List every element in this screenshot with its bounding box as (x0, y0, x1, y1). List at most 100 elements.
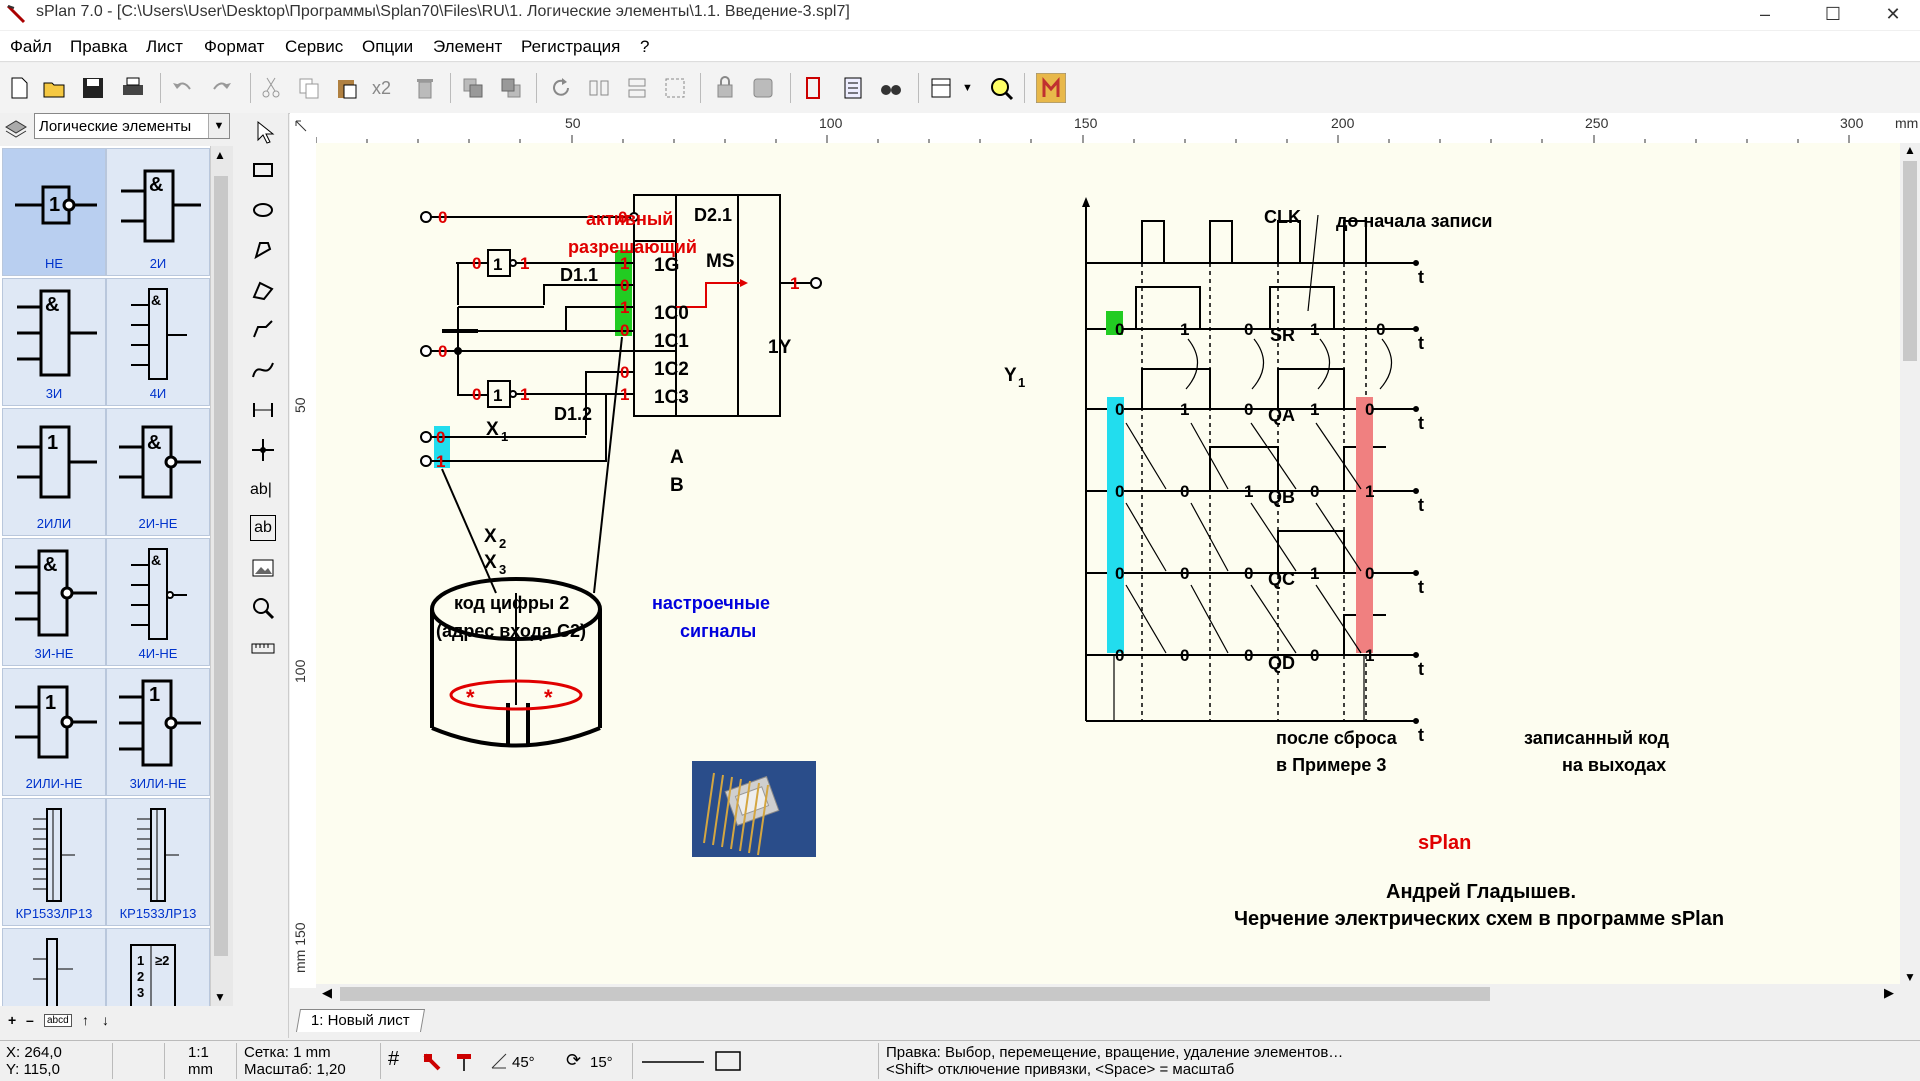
fill-style-icon[interactable] (714, 1050, 742, 1072)
scroll-left-icon[interactable]: ◀ (322, 985, 332, 1000)
abcd-button[interactable]: abcd (44, 1014, 72, 1027)
magnifier-icon[interactable] (250, 595, 276, 621)
palette-item-and3[interactable]: & 3И (2, 278, 106, 406)
status-angle1[interactable]: 45° (512, 1054, 535, 1071)
ruler-origin-icon[interactable] (294, 119, 308, 133)
minimize-button[interactable]: – (1759, 4, 1770, 24)
palette-item-kr1533lr13[interactable]: КР1533ЛР13 (2, 798, 106, 926)
rotate-step-icon[interactable]: ⟳ (566, 1050, 582, 1070)
palette-item-nand4[interactable]: & 4И-НЕ (106, 538, 210, 666)
front-icon[interactable] (460, 75, 486, 101)
dimension-icon[interactable] (250, 397, 276, 423)
magnet-icon[interactable] (454, 1052, 474, 1072)
ungroup-icon[interactable] (750, 75, 776, 101)
palette-item-chip[interactable] (2, 928, 106, 1006)
rotate-icon[interactable] (548, 75, 574, 101)
menu-service[interactable]: Сервис (285, 37, 344, 56)
scroll-up-icon[interactable]: ▲ (1904, 143, 1916, 157)
mirror-h-icon[interactable] (586, 75, 612, 101)
cut-icon[interactable] (258, 75, 284, 101)
polygon-icon[interactable] (250, 277, 276, 303)
menu-help[interactable]: ? (640, 37, 650, 56)
move-down-button[interactable]: ↓ (102, 1012, 109, 1028)
new-icon[interactable] (6, 75, 32, 101)
add-item-button[interactable]: + (8, 1012, 17, 1028)
back-icon[interactable] (498, 75, 524, 101)
zoom-icon[interactable] (988, 75, 1014, 101)
palette-item-and4[interactable]: & 4И (106, 278, 210, 406)
palette-item-nor3[interactable]: 1 3ИЛИ-НЕ (106, 668, 210, 796)
snap-icon[interactable] (1036, 73, 1066, 103)
save-icon[interactable] (80, 75, 106, 101)
ellipse-icon[interactable] (250, 197, 276, 223)
select-arrow-icon[interactable] (250, 119, 276, 145)
palette-item-nor2[interactable]: 1 2ИЛИ-НЕ (2, 668, 106, 796)
junction-icon[interactable] (250, 437, 276, 463)
palette-item-kr1533lr13-b[interactable]: КР1533ЛР13 (106, 798, 210, 926)
snap-toggle-icon[interactable] (422, 1052, 442, 1072)
hscroll-thumb[interactable] (340, 987, 1490, 1001)
maximize-button[interactable]: ☐ (1824, 4, 1842, 24)
shift-arrow (1125, 422, 1167, 490)
palette-item-and2[interactable]: & 2И (106, 148, 210, 276)
image-icon[interactable] (250, 555, 276, 581)
grid-icon[interactable] (928, 75, 954, 101)
palette-item-or2[interactable]: 1 2ИЛИ (2, 408, 106, 536)
vscroll-thumb[interactable] (1903, 161, 1917, 361)
find-icon[interactable] (878, 75, 904, 101)
angle-icon[interactable] (490, 1052, 508, 1070)
grid-toggle-icon[interactable]: # (388, 1048, 400, 1070)
undo-icon[interactable] (170, 75, 196, 101)
canvas-vscrollbar[interactable]: ▲ ▼ (1900, 143, 1920, 984)
scroll-right-icon[interactable]: ▶ (1884, 985, 1894, 1000)
ruler-tick: 200 (1331, 115, 1355, 131)
grid-dropdown-icon[interactable]: ▼ (962, 82, 973, 94)
pen-icon[interactable] (250, 237, 276, 263)
copy-icon[interactable] (296, 75, 322, 101)
scroll-up-icon[interactable]: ▲ (214, 148, 226, 162)
print-icon[interactable] (120, 75, 146, 101)
tab-sheet-1[interactable]: 1: Новый лист (295, 1009, 425, 1032)
line-style-icon[interactable] (640, 1055, 706, 1069)
canvas-hscrollbar[interactable]: ◀ ▶ (316, 984, 1900, 1004)
library-select[interactable]: Логические элементы ▼ (34, 113, 230, 139)
text-tool[interactable]: ab| (250, 481, 272, 498)
palette-item-not[interactable]: 1 НЕ (2, 148, 106, 276)
status-angle2[interactable]: 15° (590, 1054, 613, 1071)
group-icon[interactable] (712, 75, 738, 101)
mirror-icon[interactable] (662, 75, 688, 101)
close-button[interactable]: ✕ (1885, 4, 1901, 24)
remove-item-button[interactable]: – (26, 1012, 34, 1028)
scroll-down-icon[interactable]: ▼ (214, 990, 226, 1004)
palette-scrollbar[interactable]: ▲ ▼ (210, 146, 233, 1006)
palette-scroll-thumb[interactable] (214, 176, 228, 956)
menu-format[interactable]: Формат (204, 37, 265, 56)
duplicate-button[interactable]: x2 (372, 78, 392, 98)
move-up-button[interactable]: ↑ (82, 1012, 89, 1028)
library-icon[interactable] (4, 117, 28, 139)
polyline-icon[interactable] (250, 317, 276, 343)
delete-icon[interactable] (412, 75, 438, 101)
paste-icon[interactable] (334, 75, 360, 101)
menu-registration[interactable]: Регистрация (521, 37, 621, 56)
mirror-v-icon[interactable] (624, 75, 650, 101)
redo-icon[interactable] (208, 75, 234, 101)
open-icon[interactable] (42, 75, 68, 101)
bezier-icon[interactable] (250, 357, 276, 383)
menu-edit[interactable]: Правка (70, 37, 128, 56)
scroll-down-icon[interactable]: ▼ (1904, 970, 1916, 984)
menu-sheet[interactable]: Лист (146, 37, 183, 56)
menu-file[interactable]: Файл (10, 37, 52, 56)
component-icon[interactable] (800, 75, 826, 101)
palette-item-nand3[interactable]: & 3И-НЕ (2, 538, 106, 666)
list-icon[interactable] (840, 75, 866, 101)
measure-icon[interactable] (250, 635, 276, 661)
rectangle-icon[interactable] (250, 157, 276, 183)
textbox-tool[interactable]: ab (250, 515, 276, 541)
menu-options[interactable]: Опции (362, 37, 414, 56)
menu-element[interactable]: Элемент (433, 37, 503, 56)
chevron-down-icon[interactable]: ▼ (208, 114, 229, 138)
palette-item-nand2[interactable]: & 2И-НЕ (106, 408, 210, 536)
